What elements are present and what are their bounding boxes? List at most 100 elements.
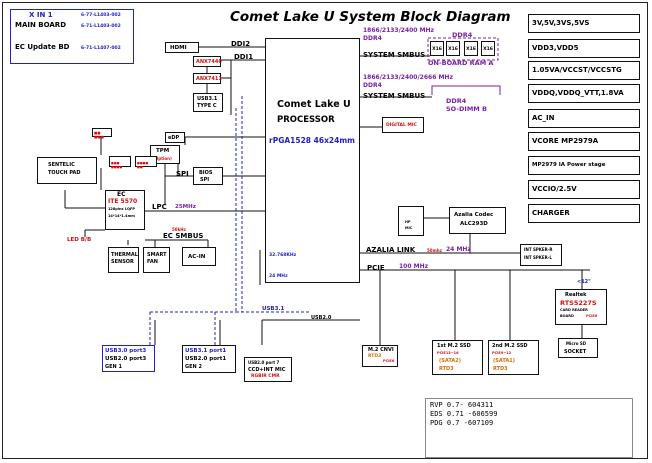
- ec-board-pn: 6-71-L1407-002: [81, 46, 121, 51]
- diagram-title: Comet Lake U System Block Diagram: [230, 9, 511, 25]
- power-rail-2: VDD3,VDD5: [528, 39, 640, 58]
- reader-size-tag: <12": [577, 279, 591, 285]
- anx7411-box: ANX7411: [193, 73, 222, 84]
- azalia-link-label: AZALIA LINK: [366, 246, 416, 254]
- board-info-box: X IN 1 6-77-L1403-002 MAIN BOARD 6-71-L1…: [10, 9, 134, 64]
- ddi1-label: DDI1: [234, 53, 254, 61]
- ram-chip-2: X16: [446, 41, 460, 56]
- revision-box: RVP 0.7- 604311 EDS 0.71 -606599 PDG 0.7…: [425, 398, 633, 458]
- panel-box: ■■ ■■■: [92, 128, 112, 139]
- diagram-frame: [2, 2, 648, 459]
- mem-b-type: DDR4: [363, 82, 382, 89]
- codec-line-2: ALC293D: [460, 221, 488, 227]
- ec-chip: ITE 5570: [108, 198, 138, 205]
- hp-label: HP: [405, 220, 411, 224]
- tpm-box: TPM (Option): [150, 145, 180, 164]
- cpu-block: Comet Lake U PROCESSOR rPGA1528 46x24mm …: [265, 38, 360, 283]
- typec-line-2: TYPE C: [197, 103, 217, 109]
- cpu-name: Comet Lake U: [277, 99, 351, 110]
- pcie-speed: 100 MHz: [399, 263, 429, 270]
- reader-line-2: RTS5227S: [560, 299, 597, 307]
- micro-sd-box: Micro SD SOCKET: [558, 338, 598, 358]
- lpc-speed: 25MHz: [175, 204, 196, 210]
- main-board-label: MAIN BOARD: [15, 21, 66, 29]
- touchpad-line-1: SENTELIC: [48, 162, 75, 168]
- ssd2-line-3: (SATA1): [493, 358, 516, 364]
- power-rail-7: MP2979 IA Power stage: [528, 156, 640, 175]
- azalia-small-label: 50mhz: [427, 248, 442, 253]
- reader-line-5: PCIE6: [586, 314, 598, 318]
- cpu-package: rPGA1528 46x24mm: [269, 136, 355, 145]
- port1-line-3: GEN 2: [185, 364, 202, 370]
- speaker-r: INT SPKER-R: [524, 247, 553, 252]
- reader-line-4: BOARD: [560, 314, 574, 318]
- power-rail-3: 1.05VA/VCCST/VCCSTG: [528, 61, 640, 80]
- revision-eds: EDS 0.71 -606599: [430, 410, 498, 418]
- mem-b-smbus: SYSTEM SMBUS: [363, 92, 426, 100]
- speaker-l: INT SPKER-L: [524, 255, 552, 260]
- reader-line-3: CARD READER: [560, 308, 588, 312]
- ec-smbus-speed: 50kHz: [172, 227, 186, 232]
- spi-label: SPI: [176, 170, 189, 178]
- ec-package-2: 14*14*1.4mm: [108, 214, 135, 218]
- ssd2-line-1: 2nd M.2 SSD: [492, 343, 528, 349]
- reader-line-1: Realtek: [565, 292, 587, 298]
- ec-package-1: 128pins LQFP: [108, 207, 135, 211]
- port1-line-1: USB3.1 port1: [185, 348, 227, 354]
- revision-rvp: RVP 0.7- 604311: [430, 401, 494, 409]
- ddi2-label: DDI2: [231, 40, 251, 48]
- sd-line-1: Micro SD: [566, 341, 587, 346]
- sd-line-2: SOCKET: [564, 349, 587, 355]
- port3-line-1: USB3.0 port3: [105, 348, 147, 354]
- card-reader-box: Realtek RTS5227S CARD READER BOARD PCIE6: [555, 289, 607, 325]
- port7-line-1: USB2.0 port 7: [248, 360, 280, 365]
- tpm-label: TPM: [156, 148, 170, 154]
- usb-port1-box: USB3.1 port1 USB2.0 port1 GEN 2: [182, 345, 236, 373]
- ssd1-line-2: PCIE13~16: [437, 351, 459, 355]
- revision-pdg: PDG 0.7 -607109: [430, 419, 494, 427]
- usb20-label: USB2.0: [311, 315, 332, 321]
- on-board-ram-label: ON-BOARD RAM A: [428, 59, 494, 67]
- wlan-line-3: PCIE6: [383, 359, 395, 363]
- bios-spi-label: SPI: [200, 177, 210, 183]
- mem-a-type: DDR4: [363, 35, 382, 42]
- ram-chip-3: X16: [464, 41, 478, 56]
- bios-spi-box: BIOS SPI: [193, 167, 223, 185]
- so-dimm-label: SO-DIMM B: [446, 105, 487, 113]
- ec-board-label: EC Update BD: [15, 43, 70, 51]
- anx7440-box: ANX7440: [193, 56, 222, 67]
- usb31-typec-box: USB3.1 TYPE C: [193, 93, 223, 112]
- wlan-line-2: RTD3: [368, 354, 382, 359]
- mem-a-smbus: SYSTEM SMBUS: [363, 51, 426, 59]
- digital-mic-box: DIGITAL MIC: [382, 117, 424, 133]
- ssd2-line-4: RTD3: [493, 366, 508, 372]
- power-rail-6: VCORE MP2979A: [528, 132, 640, 151]
- fan-line-1: SMART: [147, 252, 167, 258]
- port3-line-3: GEN 1: [105, 364, 122, 370]
- power-rail-9: CHARGER: [528, 204, 640, 223]
- port1-line-2: USB2.0 port1: [185, 356, 227, 362]
- bios-label: BIOS: [199, 170, 213, 176]
- power-rail-4: VDDQ,VDDQ_VTT,1.8VA: [528, 84, 640, 103]
- power-rail-5: AC_IN: [528, 109, 640, 128]
- touchpad-box: SENTELIC TOUCH PAD: [37, 157, 97, 184]
- wlan-box: M.2 CNVI RTD3 PCIE6: [362, 345, 398, 367]
- usb31-label: USB3.1: [262, 306, 285, 312]
- ssd1-line-1: 1st M.2 SSD: [437, 343, 471, 349]
- xin1-pn: 6-77-L1403-002: [81, 13, 121, 18]
- ssd1-line-3: (SATA2): [439, 358, 462, 364]
- azalia-codec-box: Azalia Codec ALC293D: [449, 207, 506, 234]
- lpc-label: LPC: [152, 203, 167, 211]
- mem-b-ddr4: DDR4: [446, 97, 467, 105]
- power-rail-1: 3V,5V,3VS,5VS: [528, 14, 640, 33]
- thermal-line-1: THERMAL: [111, 252, 138, 258]
- edp-box: eDP: [165, 132, 185, 143]
- smart-fan-box: SMART FAN: [143, 247, 170, 273]
- typec-line-1: USB3.1: [197, 96, 218, 102]
- hp-mic-box: HP MIC: [398, 206, 424, 236]
- thermal-sensor-box: THERMAL SENSOR: [108, 247, 139, 273]
- led-board-label: LED B/B: [67, 237, 92, 243]
- thermal-line-2: SENSOR: [111, 259, 134, 265]
